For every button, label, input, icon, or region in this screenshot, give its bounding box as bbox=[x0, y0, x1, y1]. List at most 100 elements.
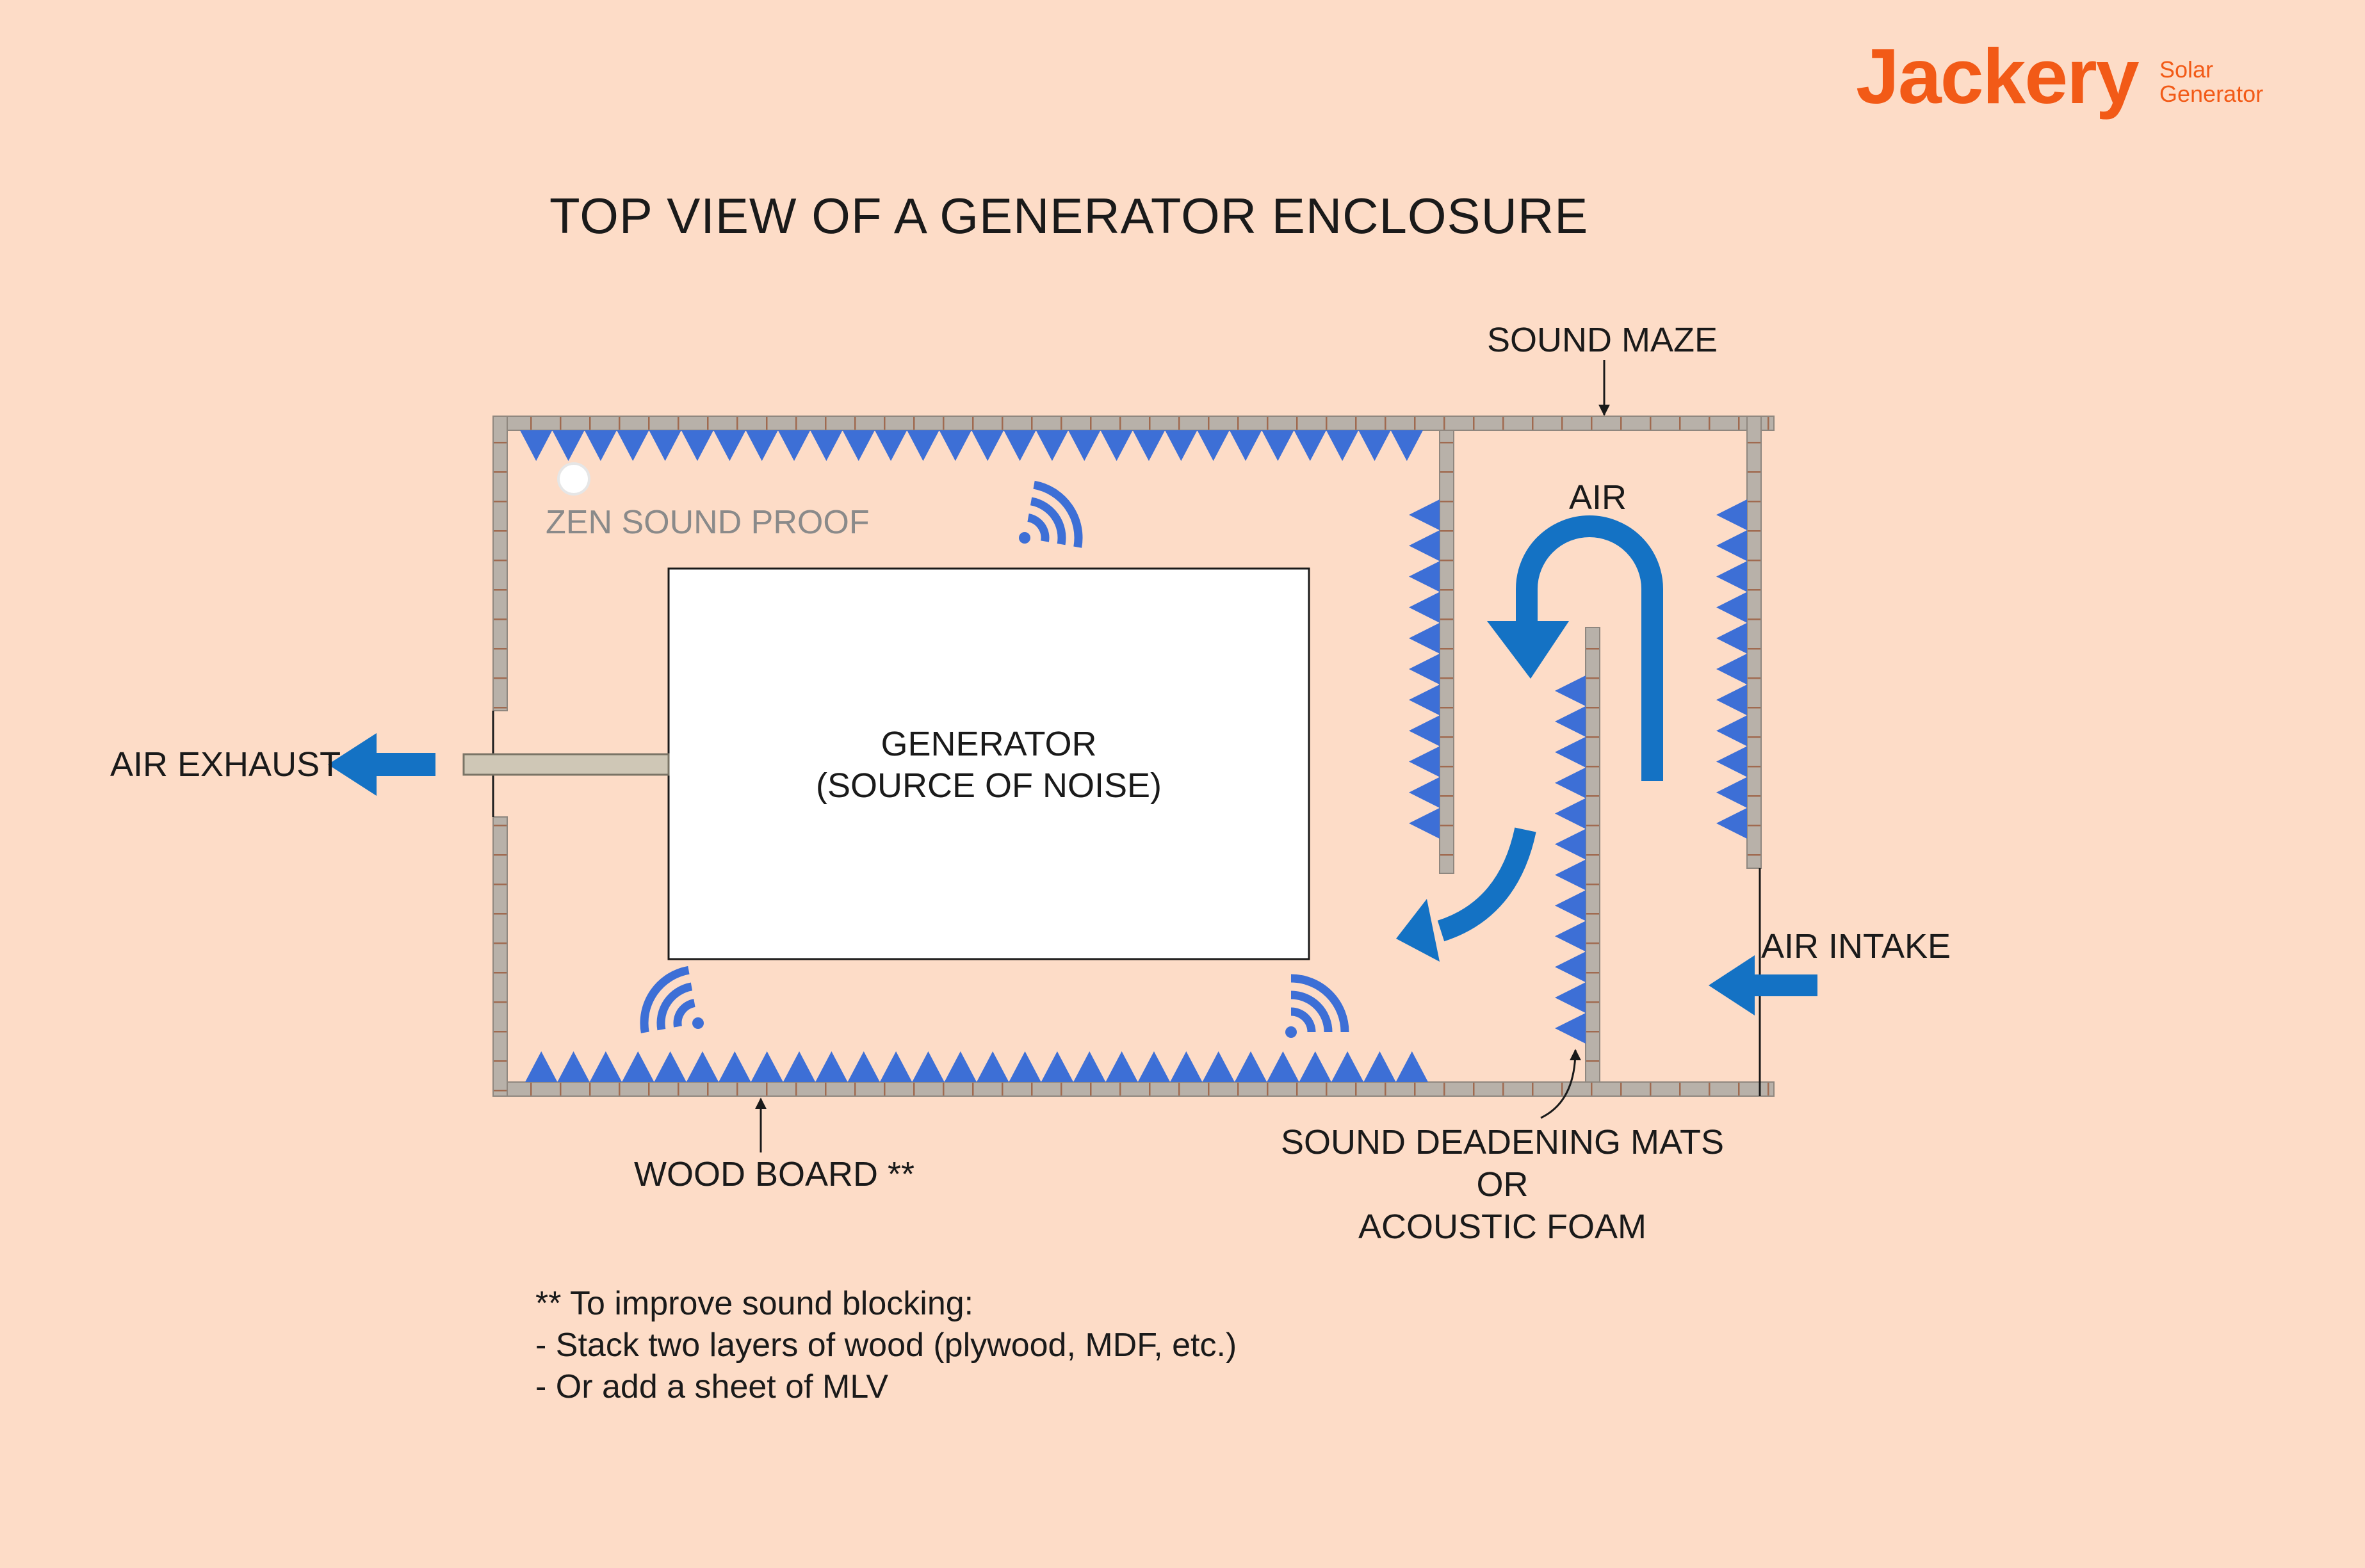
foam-triangle bbox=[1100, 430, 1133, 461]
foam-triangle bbox=[649, 430, 681, 461]
foam-triangle bbox=[654, 1051, 687, 1082]
exhaust-pipe bbox=[462, 753, 670, 776]
foam-triangle bbox=[1555, 798, 1586, 829]
generator bbox=[667, 567, 1310, 960]
foam-triangle bbox=[1409, 777, 1440, 808]
foam-triangle bbox=[912, 1051, 945, 1082]
foam-triangle bbox=[1009, 1051, 1041, 1082]
mats-label-line1: SOUND DEADENING MATS bbox=[1280, 1123, 1725, 1161]
foam-triangle bbox=[584, 430, 617, 461]
intake-arrow-shaft bbox=[1748, 974, 1817, 996]
foam-triangle bbox=[525, 1051, 558, 1082]
foam-triangle bbox=[1716, 684, 1747, 716]
foam-triangle bbox=[686, 1051, 719, 1082]
sound-wave-arc bbox=[673, 999, 695, 1028]
brand-sub-line1: Solar bbox=[2159, 56, 2214, 83]
foam-triangle bbox=[1105, 1051, 1138, 1082]
foam-triangle bbox=[1068, 430, 1101, 461]
foam-triangle bbox=[1716, 530, 1747, 562]
foam-triangle bbox=[1004, 430, 1036, 461]
foam-triangle bbox=[745, 430, 778, 461]
foam-triangle bbox=[617, 430, 649, 461]
foam-triangle bbox=[1716, 746, 1747, 777]
foam-triangle bbox=[1202, 1051, 1235, 1082]
sound-wave-icon bbox=[1285, 974, 1349, 1038]
foam-triangle bbox=[1267, 1051, 1299, 1082]
sound-waves bbox=[640, 480, 1349, 1038]
foam-triangle bbox=[1555, 859, 1586, 891]
wall-segment bbox=[1585, 627, 1600, 1083]
foam-triangle bbox=[1716, 499, 1747, 531]
foam-triangle bbox=[552, 430, 585, 461]
brand-subtitle: Solar Generator bbox=[2159, 58, 2263, 106]
foam-triangle bbox=[1716, 777, 1747, 808]
foam-triangle bbox=[1555, 736, 1586, 768]
foam-triangle bbox=[1409, 715, 1440, 747]
foam-triangle bbox=[589, 1051, 622, 1082]
foam-triangle bbox=[719, 1051, 751, 1082]
foam-triangle bbox=[1555, 675, 1586, 706]
exhaust-arrow-shaft bbox=[371, 753, 435, 776]
foam-triangle bbox=[1555, 982, 1586, 1014]
sound-wave-arc bbox=[1290, 990, 1333, 1033]
foam-triangle bbox=[1395, 1051, 1428, 1082]
foam-triangle bbox=[1409, 653, 1440, 685]
sound-wave-arc bbox=[1290, 1007, 1316, 1033]
notes-block: ** To improve sound blocking: - Stack tw… bbox=[535, 1283, 1240, 1408]
foam-triangle bbox=[622, 1051, 654, 1082]
foam-triangle bbox=[783, 1051, 816, 1082]
foam-triangle bbox=[1234, 1051, 1267, 1082]
foam-triangle bbox=[1229, 430, 1262, 461]
foam-triangle bbox=[939, 430, 971, 461]
wall-segment bbox=[1439, 430, 1454, 874]
diagram-title: TOP VIEW OF A GENERATOR ENCLOSURE bbox=[549, 188, 1589, 244]
foam-triangle bbox=[1170, 1051, 1203, 1082]
foam-triangle bbox=[879, 1051, 913, 1082]
foam-triangle bbox=[1299, 1051, 1331, 1082]
foam-triangle bbox=[1326, 430, 1359, 461]
air-label: AIR bbox=[1569, 478, 1627, 517]
generator-box bbox=[667, 567, 1310, 960]
foam-triangle bbox=[1358, 430, 1391, 461]
foam-triangle bbox=[1073, 1051, 1106, 1082]
foam-triangle bbox=[681, 430, 714, 461]
foam-triangle bbox=[557, 1051, 590, 1082]
wall-segment bbox=[492, 816, 508, 1097]
foam-triangle bbox=[1262, 430, 1294, 461]
foam-triangle bbox=[944, 1051, 977, 1082]
arrow-left-icon bbox=[1709, 955, 1755, 1015]
foam-triangle bbox=[1555, 828, 1586, 860]
curved-arrow-icon bbox=[1437, 827, 1536, 942]
arrow-left-icon bbox=[328, 733, 377, 796]
foam-triangle bbox=[1555, 890, 1586, 921]
foam-triangle bbox=[1363, 1051, 1396, 1082]
foam-triangle bbox=[810, 430, 843, 461]
air-intake-label: AIR INTAKE bbox=[1761, 927, 1951, 966]
foam-triangle bbox=[971, 430, 1004, 461]
foam-triangle bbox=[1331, 1051, 1364, 1082]
mats-label-line3: ACOUSTIC FOAM bbox=[1358, 1207, 1646, 1246]
foam-triangle bbox=[1555, 921, 1586, 952]
note-line: ** To improve sound blocking: bbox=[535, 1285, 974, 1322]
foam-triangle bbox=[907, 430, 939, 461]
sound-wave-dot bbox=[1019, 532, 1030, 544]
foam-triangle bbox=[1716, 561, 1747, 592]
foam-triangle bbox=[1409, 684, 1440, 716]
foam-triangle bbox=[1165, 430, 1198, 461]
foam-triangle bbox=[1409, 530, 1440, 562]
foam-triangle bbox=[1409, 746, 1440, 777]
foam-triangle bbox=[1390, 430, 1423, 461]
foam-triangle bbox=[1409, 561, 1440, 592]
generator-label-line2: (SOURCE OF NOISE) bbox=[815, 766, 1162, 805]
sound-wave-arc bbox=[1030, 497, 1066, 546]
foam-triangle bbox=[751, 1051, 783, 1082]
brand-logo: Jackery bbox=[1856, 33, 2140, 120]
air-flow-arrows bbox=[328, 515, 1817, 1015]
foam-triangle bbox=[842, 430, 875, 461]
wall-segment bbox=[492, 416, 508, 711]
foam-triangle bbox=[1716, 622, 1747, 654]
sound-wave-arc bbox=[1027, 513, 1050, 542]
air-exhaust-label: AIR EXHAUST bbox=[110, 745, 341, 784]
